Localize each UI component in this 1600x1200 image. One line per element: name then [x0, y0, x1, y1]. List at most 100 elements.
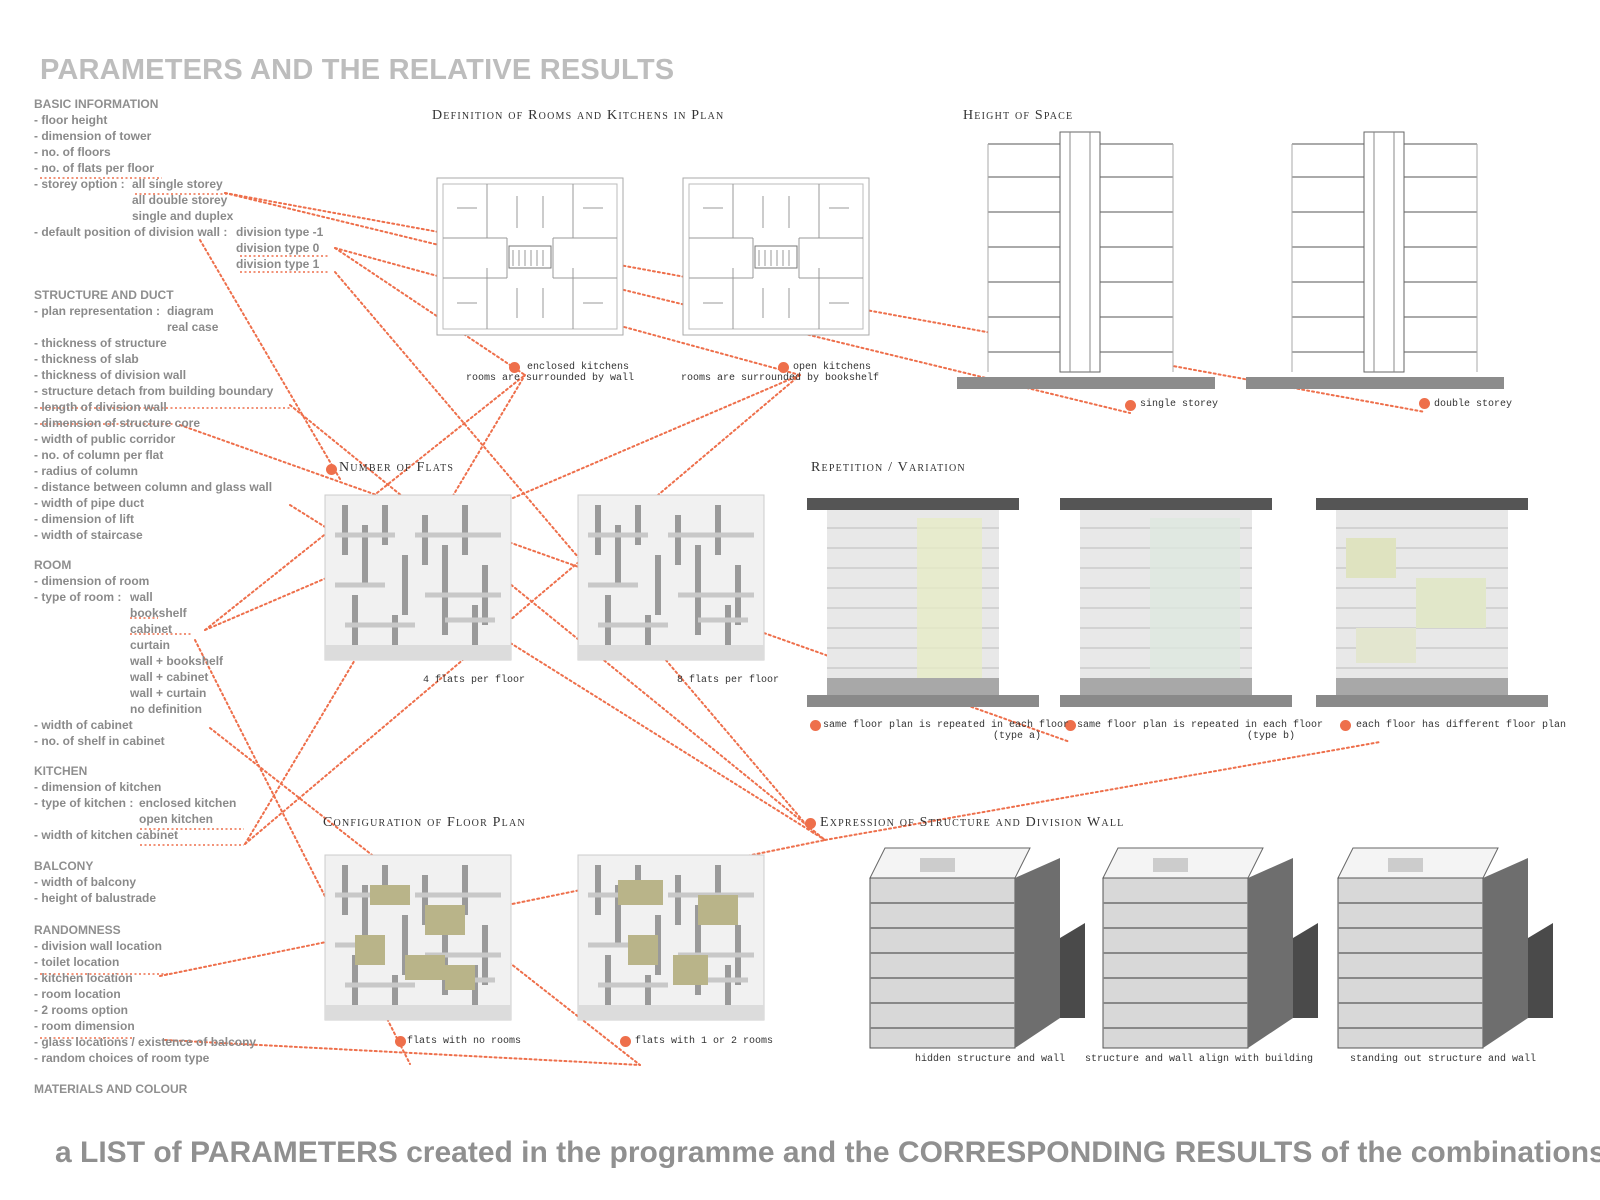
tower-hidden — [869, 847, 1086, 1049]
connector-line — [244, 374, 526, 845]
param-item: - thickness of structure — [34, 336, 167, 350]
param-item: - random choices of room type — [34, 1051, 210, 1065]
param-option: division type -1 — [236, 225, 324, 239]
param-item: - dimension of tower — [34, 129, 152, 143]
connector-dot — [509, 362, 520, 373]
tower-align — [1102, 847, 1319, 1049]
param-option: diagram — [167, 304, 214, 318]
connector-dot — [1065, 720, 1076, 731]
param-heading-materials: MATERIALS AND COLOUR — [34, 1082, 188, 1096]
param-item: - thickness of slab — [34, 352, 139, 366]
page-title: PARAMETERS AND THE RELATIVE RESULTS — [40, 54, 675, 86]
param-item: - thickness of division wall — [34, 368, 187, 382]
param-item: - kitchen location — [34, 971, 133, 985]
connector-dot — [810, 720, 821, 731]
connector-line — [224, 192, 1131, 414]
param-item: - dimension of room — [34, 574, 150, 588]
connector-dot — [805, 818, 816, 829]
param-item: - default position of division wall : — [34, 225, 228, 239]
connector-dot — [1340, 720, 1351, 731]
param-item: - no. of flats per floor — [34, 161, 154, 175]
caption-type-b-l2: (type b) — [1246, 731, 1295, 742]
param-option: wall — [130, 590, 153, 604]
param-item: - no. of shelf in cabinet — [34, 734, 165, 748]
param-item: - glass locations / existence of balcony — [34, 1035, 257, 1049]
param-option: all single storey — [132, 177, 223, 191]
param-heading-room: ROOM — [34, 558, 72, 572]
param-item: - room location — [34, 987, 121, 1001]
param-item: - no. of column per flat — [34, 448, 164, 462]
caption-align: structure and wall align with building — [1085, 1054, 1314, 1065]
caption-hidden: hidden structure and wall — [915, 1054, 1066, 1065]
param-item: - length of division wall — [34, 400, 167, 414]
param-item: - plan representation : — [34, 304, 161, 318]
section-single — [987, 131, 1174, 373]
connector-dot — [395, 1036, 406, 1047]
param-item: - storey option : — [34, 177, 125, 191]
caption-standing: standing out structure and wall — [1350, 1054, 1537, 1065]
caption-4-flats: 4 flats per floor — [423, 675, 526, 686]
param-heading-balcony: BALCONY — [34, 859, 94, 873]
connector-line — [164, 1039, 641, 1066]
connector-dot — [620, 1036, 631, 1047]
connector-line — [199, 239, 341, 480]
param-option: no definition — [130, 702, 202, 716]
param-option: bookshelf — [130, 606, 187, 620]
caption-enclosed-l2: rooms are surrounded by wall — [466, 373, 635, 384]
param-item: - width of staircase — [34, 528, 143, 542]
caption-open-l2: rooms are surrounded by bookshelf — [681, 373, 880, 384]
param-heading-kitchen: KITCHEN — [34, 764, 88, 778]
param-item: - type of kitchen : — [34, 796, 134, 810]
param-option: open kitchen — [139, 812, 214, 826]
param-option: cabinet — [130, 622, 173, 636]
param-heading-randomness: RANDOMNESS — [34, 923, 121, 937]
plan-open — [682, 177, 870, 336]
section-title-height: Height of Space — [963, 108, 1074, 123]
param-option: division type 0 — [236, 241, 320, 255]
param-heading-basic: BASIC INFORMATION — [34, 97, 159, 111]
caption-type-a-l2: (type a) — [992, 731, 1041, 742]
connector-line — [824, 741, 1381, 841]
caption-8-flats: 8 flats per floor — [677, 675, 780, 686]
section-title-configuration: Configuration of Floor Plan — [323, 815, 526, 830]
caption-type-b-l1: same floor plan is repeated in each floo… — [1077, 720, 1324, 731]
tower-standing — [1337, 847, 1554, 1049]
param-option: all double storey — [132, 193, 228, 207]
caption-variation: each floor has different floor plan — [1356, 720, 1567, 731]
plan-enclosed — [436, 177, 624, 336]
section-title-rooms-kitchens: Definition of Rooms and Kitchens in Plan — [432, 108, 725, 123]
caption-type-a-l1: same floor plan is repeated in each floo… — [823, 720, 1070, 731]
param-option: wall + bookshelf — [130, 654, 224, 668]
param-item: - width of cabinet — [34, 718, 133, 732]
iso-4-flats — [325, 495, 511, 660]
caption-open-l1: open kitchens — [793, 362, 872, 373]
section-title-flats: Number of Flats — [339, 460, 455, 475]
param-option: real case — [167, 320, 219, 334]
connector-line — [244, 374, 801, 845]
param-item: - floor height — [34, 113, 108, 127]
connector-dot — [1125, 400, 1136, 411]
param-item: - width of balcony — [34, 875, 136, 889]
param-item: - 2 rooms option — [34, 1003, 128, 1017]
section-double — [1291, 131, 1478, 373]
param-item: - type of room : — [34, 590, 122, 604]
param-item: - width of public corridor — [34, 432, 176, 446]
param-item: - room dimension — [34, 1019, 135, 1033]
param-item: - height of balustrade — [34, 891, 157, 905]
param-item: - structure detach from building boundar… — [34, 384, 274, 398]
param-option: curtain — [130, 638, 171, 652]
param-item: - dimension of lift — [34, 512, 134, 526]
caption-double-storey: double storey — [1434, 399, 1513, 410]
connector-line — [204, 374, 801, 631]
connector-line — [289, 404, 826, 841]
iso-no-rooms — [325, 855, 511, 1020]
param-item: - dimension of structure core — [34, 416, 201, 430]
connector-line — [334, 247, 526, 376]
param-option: enclosed kitchen — [139, 796, 237, 810]
caption-1-2-rooms: flats with 1 or 2 rooms — [635, 1036, 774, 1047]
caption-no-rooms: flats with no rooms — [407, 1036, 522, 1047]
param-option: single and duplex — [132, 209, 234, 223]
connector-line — [334, 271, 816, 836]
param-item: - distance between column and glass wall — [34, 480, 273, 494]
